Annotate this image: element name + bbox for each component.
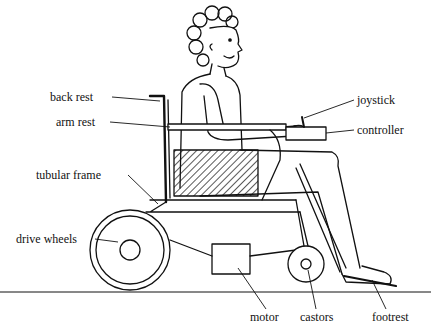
part-label: controller bbox=[357, 124, 404, 136]
castor-fork bbox=[296, 200, 308, 246]
arm bbox=[200, 84, 296, 130]
leader-line bbox=[372, 280, 386, 309]
castor-hub bbox=[301, 259, 311, 269]
side-panel bbox=[174, 150, 258, 196]
motor-box bbox=[212, 244, 250, 274]
ground-line bbox=[0, 292, 431, 293]
drive-wheel-rim bbox=[96, 216, 164, 284]
ear bbox=[210, 44, 212, 50]
drive-wheel bbox=[90, 210, 170, 290]
leader-line bbox=[95, 239, 118, 242]
eye bbox=[229, 39, 231, 41]
part-label: drive wheels bbox=[16, 233, 77, 245]
hair-curl bbox=[189, 40, 203, 54]
controller-box bbox=[286, 127, 326, 140]
leader-line bbox=[326, 130, 354, 133]
leader-line bbox=[110, 122, 170, 127]
motor-mount bbox=[170, 240, 296, 256]
leader-line bbox=[112, 97, 160, 101]
part-label: castors bbox=[300, 311, 333, 323]
hair-curl bbox=[218, 7, 232, 21]
leader-line bbox=[304, 100, 354, 118]
leader-line bbox=[128, 175, 158, 204]
neck bbox=[210, 64, 226, 76]
hair-curl bbox=[197, 54, 209, 66]
hair-curl bbox=[187, 26, 201, 40]
hair-curl bbox=[205, 6, 219, 20]
arm-rest-support bbox=[262, 130, 280, 200]
footrest-plate bbox=[344, 276, 396, 286]
joystick-stick bbox=[302, 117, 304, 127]
castor-wheel bbox=[288, 246, 324, 282]
back-rest-post bbox=[150, 96, 166, 202]
leader-line bbox=[238, 268, 266, 309]
part-label: joystick bbox=[357, 94, 395, 106]
drawing bbox=[0, 6, 431, 292]
part-label: footrest bbox=[372, 311, 409, 323]
arm-lower bbox=[204, 96, 294, 140]
part-label: arm rest bbox=[56, 116, 95, 128]
part-label: motor bbox=[250, 311, 279, 323]
part-label: tubular frame bbox=[36, 169, 101, 181]
drive-wheel-hub bbox=[120, 240, 140, 260]
tubular-frame bbox=[146, 200, 300, 212]
part-label: back rest bbox=[50, 91, 93, 103]
face-outline bbox=[210, 26, 242, 67]
leader-line bbox=[308, 270, 316, 309]
arm-rest-pad bbox=[168, 124, 286, 130]
smile bbox=[224, 56, 234, 58]
back-rest-panel bbox=[168, 100, 170, 198]
leader-lines bbox=[95, 97, 386, 309]
